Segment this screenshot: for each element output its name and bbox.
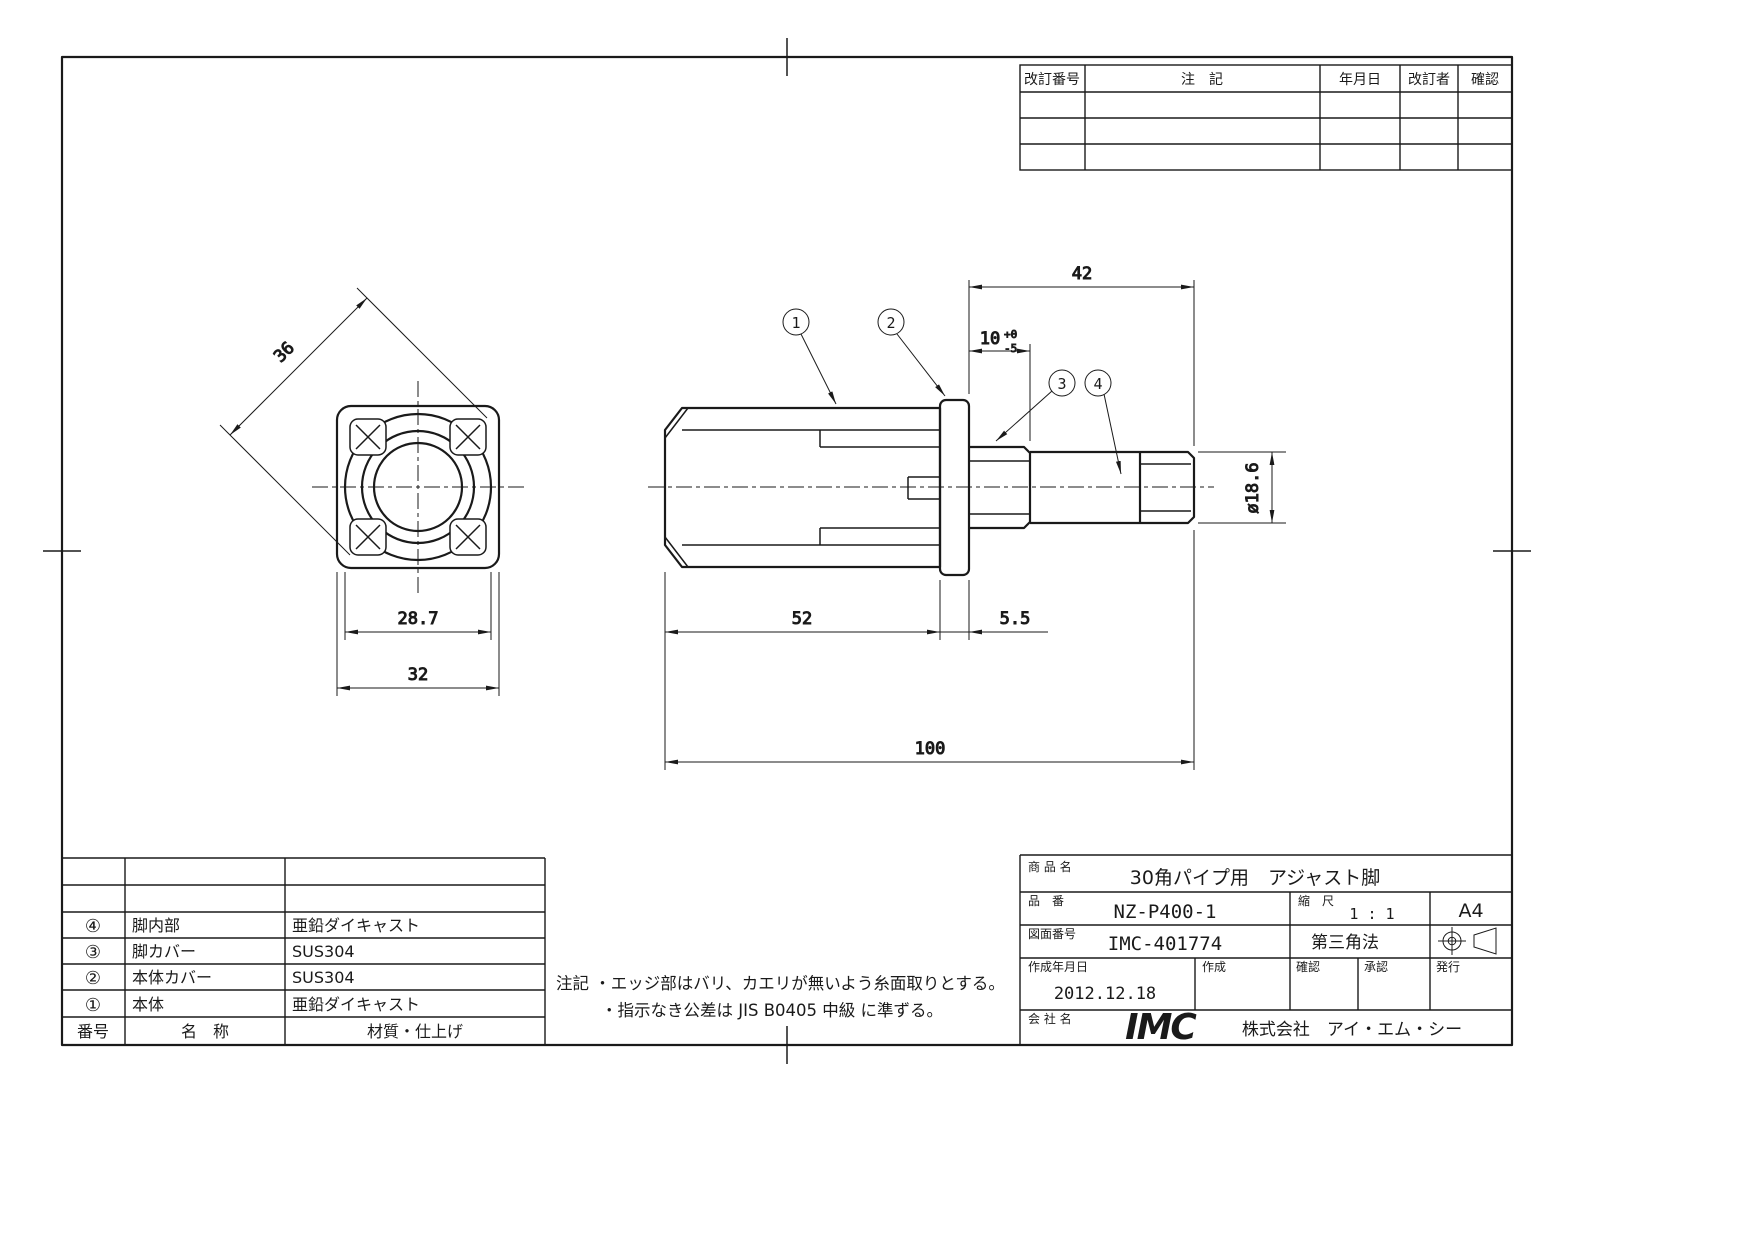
parts-header-material: 材質・仕上げ bbox=[367, 1022, 463, 1041]
balloon-1: 1 bbox=[791, 314, 800, 332]
dim-36-value: 36 bbox=[270, 338, 299, 367]
dim-diameter-value: ø18.6 bbox=[1243, 462, 1263, 513]
projection-method: 第三角法 bbox=[1311, 933, 1379, 953]
front-view: 36 28.7 32 bbox=[219, 287, 524, 696]
part-no-badge: ③ bbox=[85, 942, 101, 963]
part-name: 脚内部 bbox=[132, 916, 180, 935]
scale-value: 1 : 1 bbox=[1349, 905, 1394, 923]
dim-diameter: ø18.6 bbox=[1198, 451, 1286, 524]
dim-5-5-value: 5.5 bbox=[1000, 609, 1031, 629]
balloon-3: 3 bbox=[1057, 375, 1066, 393]
side-view: 1 2 3 4 42 10 +0 -5 bbox=[648, 264, 1286, 770]
dim-100-value: 100 bbox=[915, 739, 946, 759]
checked-label: 確認 bbox=[1296, 959, 1320, 974]
part-no: NZ-P400-1 bbox=[1114, 901, 1217, 923]
issued-label: 発行 bbox=[1436, 960, 1460, 974]
product-name-label: 商 品 名 bbox=[1028, 859, 1072, 874]
paper-size: A4 bbox=[1458, 900, 1483, 922]
part-no-badge: ② bbox=[85, 968, 101, 989]
parts-header-name: 名 称 bbox=[181, 1022, 229, 1041]
note-line-2: ・指示なき公差は JIS B0405 中級 に準ずる。 bbox=[601, 1001, 943, 1020]
parts-header-no: 番号 bbox=[77, 1022, 109, 1041]
balloon-3-circle bbox=[1048, 369, 1076, 397]
title-block: 商 品 名 30角パイプ用 アジャスト脚 品 番 NZ-P400-1 縮 尺 1… bbox=[1019, 854, 1512, 1048]
dim-32: 32 bbox=[336, 572, 500, 696]
dim-28-7: 28.7 bbox=[344, 572, 492, 640]
part-name: 本体 bbox=[132, 995, 164, 1014]
part-no-badge: ④ bbox=[85, 916, 101, 937]
product-name: 30角パイプ用 アジャスト脚 bbox=[1130, 867, 1380, 889]
dim-28-7-value: 28.7 bbox=[398, 609, 439, 629]
dim-10-tol-upper: +0 bbox=[1004, 328, 1017, 341]
notes: 注記 ・エッジ部はバリ、カエリが無いよう糸面取りとする。 ・指示なき公差は JI… bbox=[556, 974, 1005, 1020]
balloon-callouts: 1 2 3 4 bbox=[782, 308, 1122, 475]
revision-table: 改訂番号 注 記 年月日 改訂者 確認 bbox=[1019, 64, 1513, 171]
dim-42: 42 bbox=[968, 264, 1195, 446]
table-row: ② 本体カバー SUS304 bbox=[85, 968, 355, 989]
balloon-4-circle bbox=[1084, 369, 1112, 397]
drawing-no: IMC-401774 bbox=[1108, 933, 1222, 955]
created-label: 作成 bbox=[1202, 960, 1226, 974]
frame-border bbox=[60, 55, 1514, 1047]
dim-52: 52 bbox=[664, 572, 941, 770]
company-logo: IMC bbox=[1125, 1007, 1197, 1048]
part-material: 亜鉛ダイキャスト bbox=[292, 995, 420, 1014]
dim-100: 100 bbox=[665, 530, 1195, 770]
part-name: 脚カバー bbox=[132, 942, 196, 961]
part-material: SUS304 bbox=[292, 942, 355, 961]
balloon-4: 4 bbox=[1093, 375, 1102, 393]
revision-col-rev-no: 改訂番号 bbox=[1024, 72, 1080, 88]
revision-col-date: 年月日 bbox=[1339, 72, 1381, 88]
body-details bbox=[664, 407, 940, 568]
dim-10-tol-lower: -5 bbox=[1004, 342, 1017, 355]
revision-col-reviser: 改訂者 bbox=[1408, 72, 1450, 88]
parts-table: 番号 名 称 材質・仕上げ ④ 脚内部 亜鉛ダイキャスト ③ 脚カバー SUS3… bbox=[62, 857, 546, 1045]
table-row: ③ 脚カバー SUS304 bbox=[85, 942, 355, 963]
part-material: SUS304 bbox=[292, 968, 355, 987]
leg-cover-outline bbox=[969, 445, 1032, 530]
drawing-frame bbox=[43, 38, 1531, 1064]
table-row: ① 本体 亜鉛ダイキャスト bbox=[85, 995, 420, 1016]
revision-col-check: 確認 bbox=[1471, 72, 1499, 88]
table-row: ④ 脚内部 亜鉛ダイキャスト bbox=[85, 916, 420, 937]
dim-52-value: 52 bbox=[792, 609, 812, 629]
dim-5-5: 5.5 bbox=[940, 580, 1048, 640]
dim-10: 10 +0 -5 bbox=[969, 328, 1031, 441]
drawing-no-label: 図面番号 bbox=[1028, 927, 1076, 941]
company-label: 会 社 名 bbox=[1028, 1011, 1072, 1026]
note-line-1: 注記 ・エッジ部はバリ、カエリが無いよう糸面取りとする。 bbox=[556, 974, 1005, 993]
revision-col-note: 注 記 bbox=[1181, 71, 1223, 88]
part-material: 亜鉛ダイキャスト bbox=[292, 916, 420, 935]
part-no-badge: ① bbox=[85, 995, 101, 1016]
balloon-2: 2 bbox=[886, 314, 895, 332]
dim-32-value: 32 bbox=[408, 665, 428, 685]
company-name: 株式会社 アイ・エム・シー bbox=[1242, 1020, 1462, 1040]
part-name: 本体カバー bbox=[132, 968, 212, 987]
third-angle-projection-icon bbox=[1438, 927, 1497, 955]
scale-label: 縮 尺 bbox=[1298, 893, 1334, 908]
date-label: 作成年月日 bbox=[1028, 960, 1088, 974]
dim-42-value: 42 bbox=[1072, 264, 1092, 284]
part-no-label: 品 番 bbox=[1028, 894, 1064, 908]
approved-label: 承認 bbox=[1364, 959, 1388, 974]
dim-10-value: 10 bbox=[980, 329, 1000, 349]
balloon-2-circle bbox=[877, 308, 905, 336]
balloon-1-circle bbox=[782, 308, 810, 336]
front-view-square bbox=[335, 404, 501, 570]
creation-date: 2012.12.18 bbox=[1054, 984, 1156, 1004]
